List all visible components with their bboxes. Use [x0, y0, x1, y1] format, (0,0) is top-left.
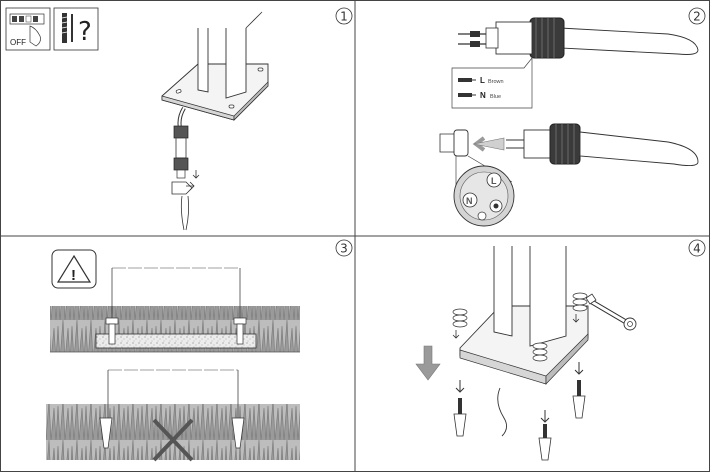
- pin-label-neutral: N: [466, 196, 473, 206]
- step-1-number: 1: [340, 10, 348, 24]
- question-mark: ?: [78, 17, 92, 47]
- anchor-bolts: [453, 362, 586, 461]
- lamp-base-step-1: [161, 11, 269, 121]
- cable-with-wires: [458, 17, 699, 59]
- live-color: Brown: [488, 79, 504, 85]
- insertion-step: [439, 123, 699, 167]
- neutral-code: N: [480, 91, 486, 100]
- neutral-color: Blue: [490, 94, 501, 100]
- panel-1: 1 OFF ?: [5, 7, 353, 231]
- tools-required-icon: ?: [53, 7, 99, 51]
- incorrect-installation: [46, 369, 300, 462]
- step-2-circle: [688, 7, 706, 25]
- step-4-number: 4: [693, 242, 701, 256]
- fixing-hardware-left: [452, 308, 468, 339]
- off-label: OFF: [10, 38, 26, 47]
- step-3-number: 3: [340, 242, 348, 256]
- fixing-hardware-right: [572, 292, 588, 323]
- fixing-hardware-center: [532, 342, 548, 362]
- live-code: L: [480, 76, 485, 85]
- down-arrow-icon: [415, 345, 441, 381]
- warning-icon: !: [51, 249, 97, 289]
- prohibited-cross-icon: [152, 418, 194, 462]
- panel-2: 2 L Brown N Blue: [439, 7, 706, 227]
- panel-3: 3 !: [46, 239, 353, 462]
- warning-symbol: !: [71, 267, 76, 284]
- step-1-circle: [335, 7, 353, 25]
- lamp-base-step-4: [459, 246, 589, 437]
- step-2-number: 2: [693, 10, 701, 24]
- pin-label-live: L: [491, 176, 497, 186]
- pin-face-detail: L N: [453, 155, 515, 227]
- power-off-icon: OFF: [5, 7, 51, 51]
- step-3-circle: [335, 239, 353, 257]
- step-4-circle: [688, 239, 706, 257]
- connector-step-1: [171, 106, 200, 231]
- correct-installation: [50, 267, 300, 353]
- wrench-icon: [585, 293, 637, 331]
- wire-color-legend: L Brown N Blue: [451, 57, 533, 109]
- panel-4: 4: [415, 239, 706, 461]
